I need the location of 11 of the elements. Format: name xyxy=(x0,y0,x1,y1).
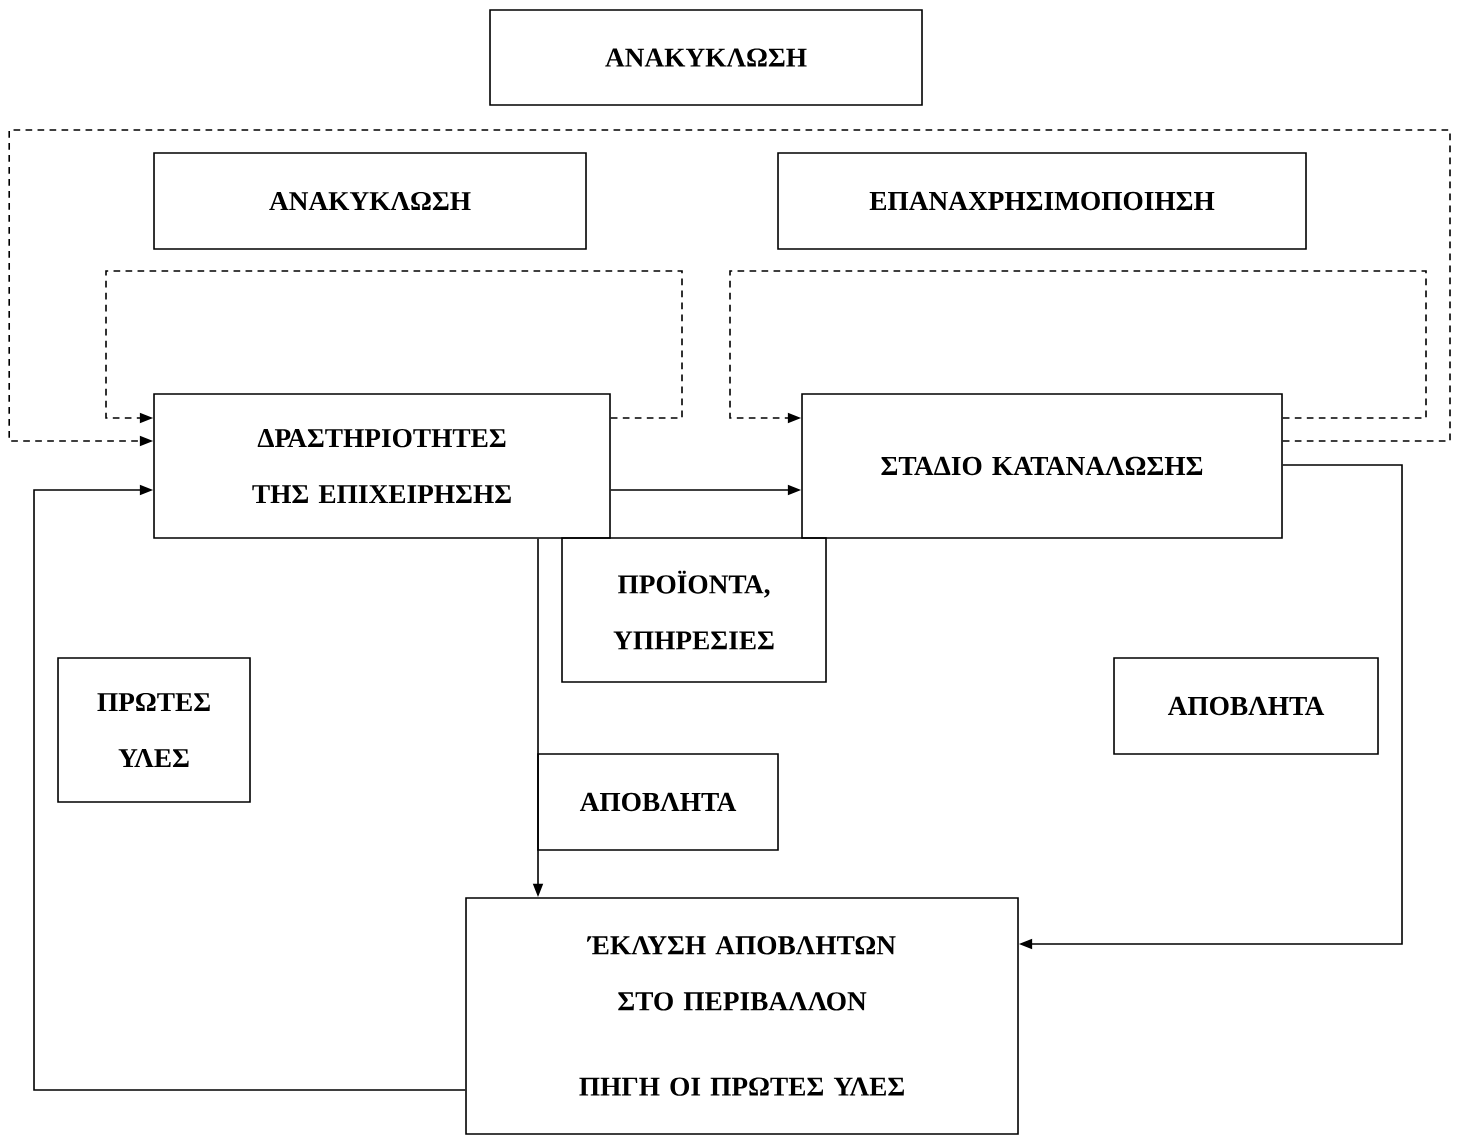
process-box: ΠΡΩΤΕΣ ΥΛΕΣ xyxy=(57,657,251,803)
heading-box: ΑΝΑΚΥΚΛΩΣΗ xyxy=(489,9,923,106)
outcome-box: ΈΚΛΥΣΗ ΑΠΟΒΛΗΤΩΝ ΣΤΟ ΠΕΡΙΒΑΛΛΟΝ ΠΗΓΗ ΟΙ ΠΡΩΤΕΣ ΥΛΕΣ xyxy=(465,897,1019,1135)
process-box: ΣΤΑΔΙΟ ΚΑΤΑΝΑΛΩΣΗΣ xyxy=(801,393,1283,539)
process-box: ΠΡΟΪΟΝΤΑ, ΥΠΗΡΕΣΙΕΣ xyxy=(561,537,827,683)
process-box: ΑΠΟΒΛΗΤΑ xyxy=(537,753,779,851)
process-box: ΑΝΑΚΥΚΛΩΣΗ xyxy=(153,152,587,250)
process-box: ΑΠΟΒΛΗΤΑ xyxy=(1113,657,1379,755)
process-box: ΔΡΑΣΤΗΡΙΟΤΗΤΕΣ ΤΗΣ ΕΠΙΧΕΙΡΗΣΗΣ xyxy=(153,393,611,539)
arrow xyxy=(33,484,466,1091)
process-box: ΕΠΑΝΑΧΡΗΣΙΜΟΠΟΙΗΣΗ xyxy=(777,152,1307,250)
